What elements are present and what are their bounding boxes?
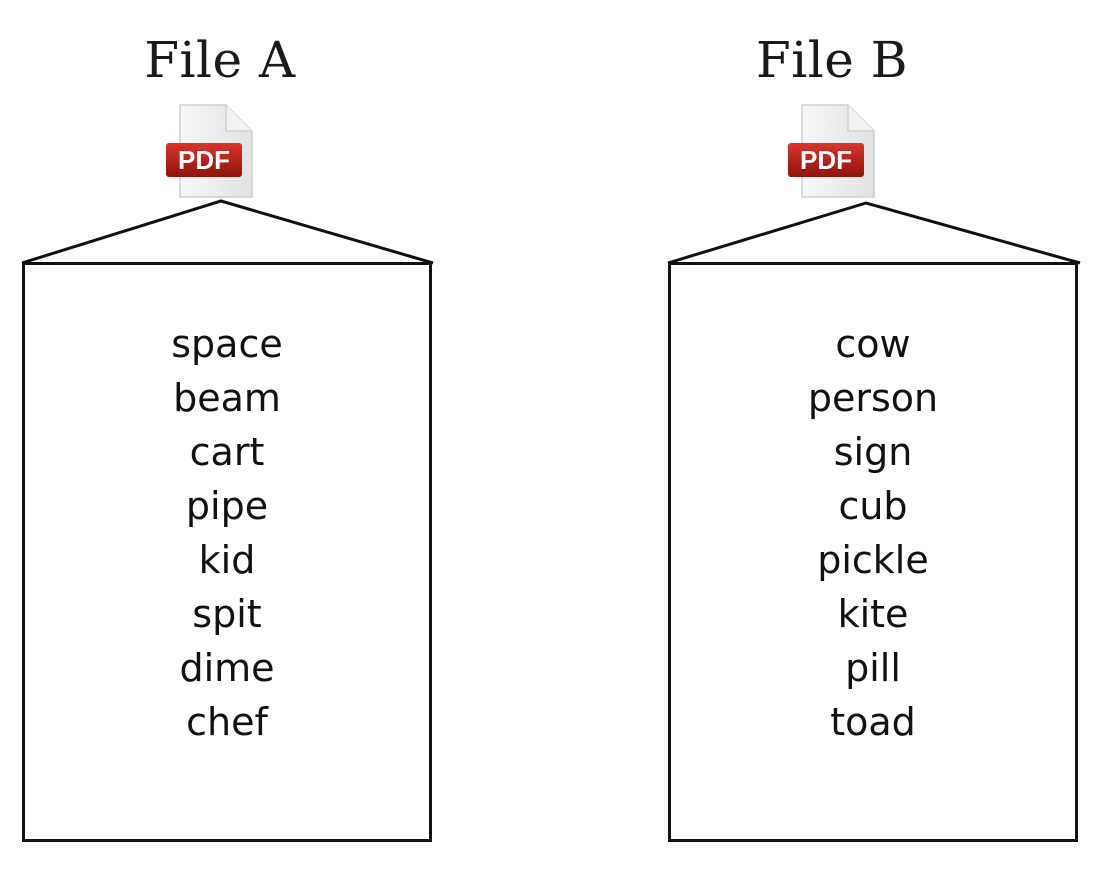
- list-item: kite: [837, 592, 909, 636]
- file-a-group: File A PDF space beam cart pipe kid spit: [0, 0, 440, 870]
- file-a-word-list: space beam cart pipe kid spit dime chef: [25, 317, 429, 749]
- list-item: dime: [179, 646, 275, 690]
- pdf-badge-label: PDF: [178, 145, 230, 175]
- file-b-word-list: cow person sign cub pickle kite pill toa…: [671, 317, 1075, 749]
- list-item: space: [171, 322, 283, 366]
- file-a-title: File A: [144, 31, 296, 89]
- list-item: spit: [192, 592, 262, 636]
- list-item: pipe: [185, 484, 269, 528]
- list-item: cow: [835, 322, 911, 366]
- list-item: pickle: [817, 538, 929, 582]
- pdf-file-icon[interactable]: PDF: [786, 103, 876, 199]
- list-item: toad: [830, 700, 916, 744]
- pdf-file-icon[interactable]: PDF: [164, 103, 254, 199]
- file-a-word-box: space beam cart pipe kid spit dime chef: [22, 262, 432, 842]
- list-item: chef: [186, 700, 268, 744]
- file-b-title: File B: [756, 31, 908, 89]
- list-item: person: [807, 376, 939, 420]
- list-item: cub: [838, 484, 908, 528]
- list-item: sign: [833, 430, 913, 474]
- list-item: cart: [189, 430, 265, 474]
- pdf-badge-label: PDF: [800, 145, 852, 175]
- file-b-word-box: cow person sign cub pickle kite pill toa…: [668, 262, 1078, 842]
- list-item: beam: [173, 376, 281, 420]
- list-item: kid: [198, 538, 256, 582]
- list-item: pill: [845, 646, 901, 690]
- file-b-group: File B PDF cow person sign cub pickle ki…: [646, 0, 1086, 870]
